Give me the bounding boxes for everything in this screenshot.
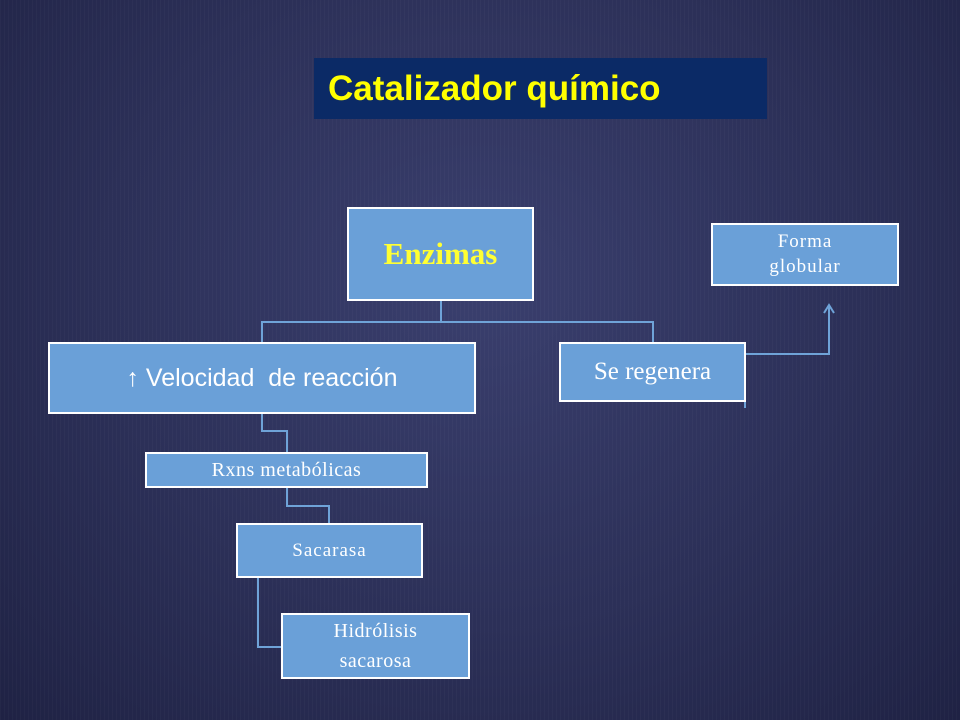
node-enzimas-label: Enzimas: [383, 236, 498, 271]
connector-arrowhead: [823, 303, 835, 314]
connector-regenera-forma: [746, 305, 830, 355]
connector-enzimas-velocidad: [261, 300, 442, 343]
node-forma-globular-label: Forma globular: [769, 230, 841, 277]
connector-rxns-sacarasa: [286, 487, 330, 524]
node-rxns-metabolicas: Rxns metabólicas: [145, 452, 428, 488]
node-hidrolisis: Hidrólisis sacarosa: [281, 613, 470, 679]
connector-enzimas-regenera: [441, 321, 654, 342]
node-velocidad: ↑ Velocidad de reacción: [48, 342, 476, 414]
node-rxns-label: Rxns metabólicas: [211, 458, 362, 481]
node-se-regenera-label: Se regenera: [593, 358, 712, 385]
node-forma-globular: Forma globular: [711, 223, 899, 286]
node-sacarasa-label: Sacarasa: [292, 539, 367, 561]
node-sacarasa: Sacarasa: [236, 523, 423, 578]
slide-title: Catalizador químico: [328, 68, 661, 108]
node-se-regenera: Se regenera: [559, 342, 746, 402]
connector-sacarasa-hidrolisis: [257, 577, 282, 648]
node-velocidad-label: ↑ Velocidad de reacción: [126, 363, 398, 392]
connector-velocidad-rxns: [261, 413, 288, 453]
node-enzimas: Enzimas: [347, 207, 534, 301]
node-hidrolisis-label: Hidrólisis sacarosa: [333, 620, 418, 672]
title-box: Catalizador químico: [314, 58, 767, 119]
